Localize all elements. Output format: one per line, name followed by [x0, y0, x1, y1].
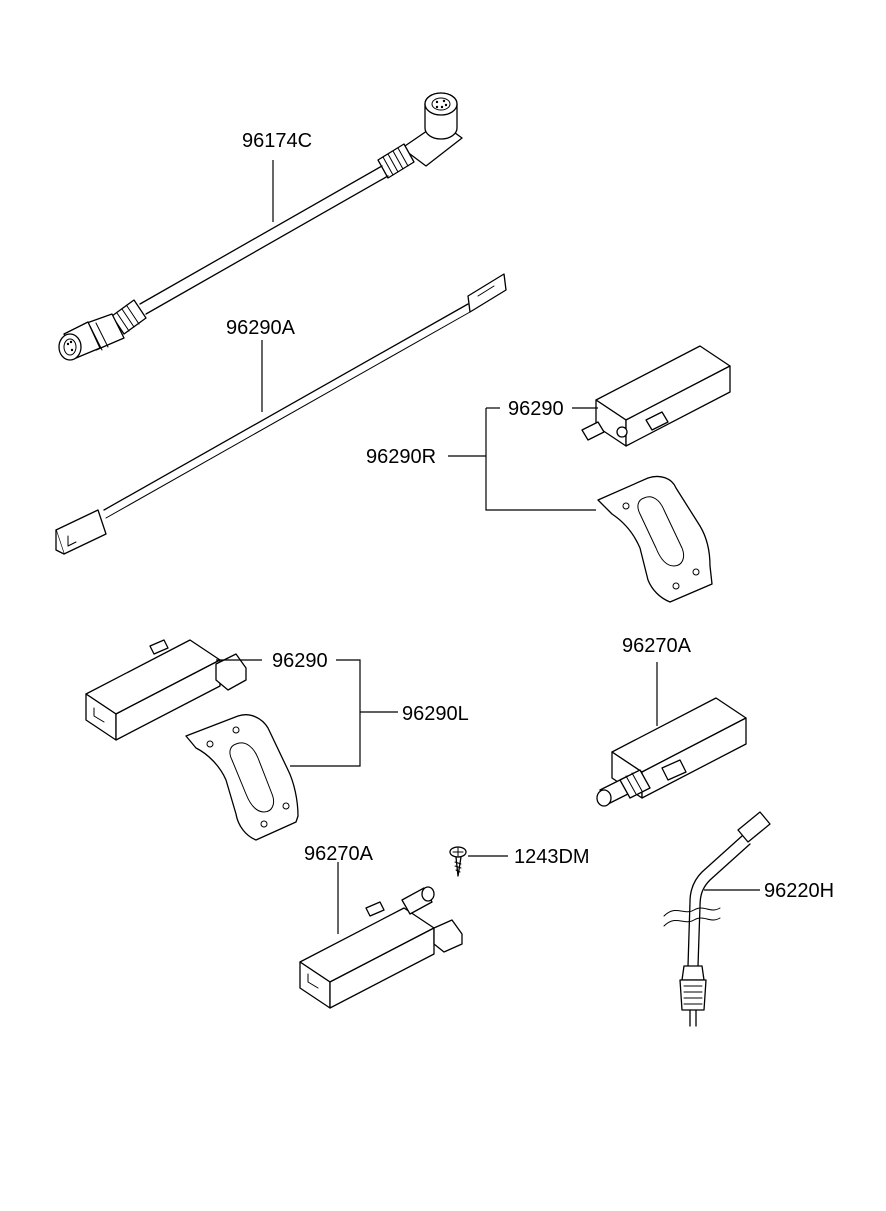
label-96174C: 96174C: [242, 130, 312, 152]
antenna-lead-wire-part[interactable]: [663, 811, 771, 1027]
tapping-screw-part[interactable]: [449, 846, 467, 877]
strain-relief-lower: [111, 299, 147, 335]
center-antenna-module-part[interactable]: [299, 886, 463, 1009]
label-96270A-center-group: 96270A: [304, 843, 374, 934]
left-antenna-amplifier-part[interactable]: [85, 639, 247, 741]
left-amplifier-bracket-part[interactable]: [185, 714, 299, 841]
antenna-extension-cable-part[interactable]: [58, 92, 463, 361]
label-96290A: 96290A: [226, 317, 296, 339]
label-96270A-right: 96270A: [622, 635, 692, 657]
antenna-feeder-cable-part[interactable]: [55, 273, 507, 555]
label-96220H: 96220H: [764, 880, 834, 902]
label-96270A-center: 96270A: [304, 843, 374, 865]
label-1243DM-group: 1243DM: [468, 846, 590, 868]
right-amplifier-bracket-part[interactable]: [597, 475, 713, 603]
strain-relief-upper: [377, 143, 415, 179]
round-plug-connector: [58, 313, 125, 361]
label-96270A-right-group: 96270A: [622, 635, 692, 726]
label-96290L-group: 96290 96290L: [216, 650, 469, 767]
label-96290-left: 96290: [272, 650, 328, 672]
right-antenna-amplifier-part[interactable]: [581, 345, 731, 447]
label-96290A-group: 96290A: [226, 317, 296, 412]
right-angle-connector: [401, 92, 463, 167]
label-96290R: 96290R: [366, 446, 436, 468]
label-96290-right: 96290: [508, 398, 564, 420]
label-96290L: 96290L: [402, 703, 469, 725]
feeder-cable-upper-tab: [467, 273, 507, 313]
feeder-cable-lower-connector: [55, 509, 107, 555]
label-96290R-group: 96290 96290R: [366, 398, 598, 511]
label-96174C-group: 96174C: [242, 130, 312, 222]
label-1243DM: 1243DM: [514, 846, 590, 868]
right-antenna-module-part[interactable]: [596, 697, 747, 807]
label-96220H-group: 96220H: [704, 880, 834, 902]
